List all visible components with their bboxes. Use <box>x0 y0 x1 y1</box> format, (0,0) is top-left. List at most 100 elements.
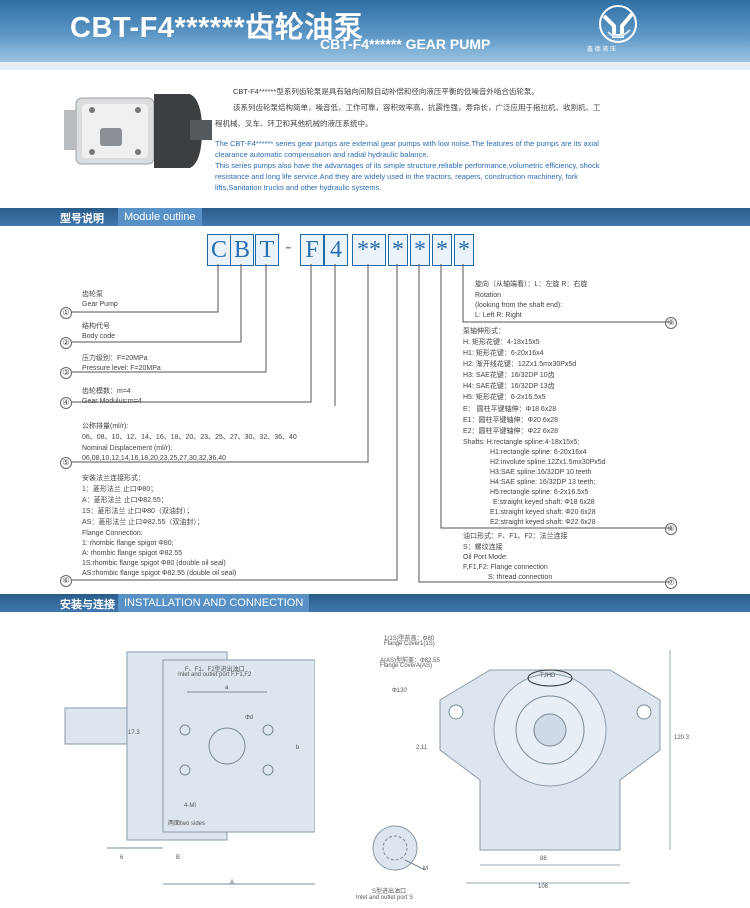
label-shaft-cn0: 泵轴伸形式： <box>463 328 505 335</box>
label-flange-en2: A: rhombic flange spigot Φ82.55 <box>82 550 183 557</box>
label-displacement-en2: 06,08,10,12,14,16,18,20,23,25,27,30,32,3… <box>82 455 227 462</box>
section-bar-install: 安装与连接 INSTALLATION AND CONNECTION <box>0 594 750 612</box>
label-displacement-cn1: 公称排量(ml/r): <box>82 423 129 430</box>
s-port-drawing <box>372 825 426 871</box>
label-flange-cn4: AS：菱形法兰 止口Φ82.55（双油封）； <box>82 519 204 526</box>
dim-phi130: Φ130 <box>392 688 407 694</box>
dim-88: 88 <box>540 856 547 862</box>
label-body-code-cn: 结构代号 <box>82 323 110 330</box>
page-subtitle: CBT-F4****** GEAR PUMP <box>320 36 491 52</box>
intro-en-5: lifts,Sanitation trucks and other hydrau… <box>215 183 382 192</box>
label-gear-pump-en: Gear Pump <box>82 301 118 308</box>
label-flange-cn0: 安装法兰连接形式： <box>82 475 145 482</box>
intro-cn-2: 该系列齿轮泵结构简单，噪音低，工作可靠，容积效率高，抗震性强，寿命长，广泛应用于… <box>233 103 601 112</box>
flange1-en: Flange Cover1(1S) <box>384 641 435 647</box>
intro-en-1: The CBT-F4****** series gear pumps are e… <box>215 139 599 148</box>
dim-B: B <box>176 855 181 861</box>
logo-caption: 鑫 德 液 压 <box>587 47 617 53</box>
code-box-rotation: * <box>454 234 474 266</box>
label-rotation-lr: L: Left R: Right <box>475 312 522 319</box>
dim-b: b <box>296 745 300 751</box>
label-shaft-en12: H2:involute spline:12Zx1.5mx30Px5d <box>490 459 606 466</box>
header-strip <box>0 62 750 70</box>
label-displacement-en1: Nominal Displacement (ml/r): <box>82 445 173 452</box>
section-title-cn: 安装与连接 <box>60 599 115 611</box>
code-box-c: C <box>207 234 231 266</box>
intro-cn-3: 程机械、叉车、环卫和其他机械的液压系统中。 <box>215 119 373 128</box>
label-rotation-en: Rotation <box>475 292 502 299</box>
mi-sides: 两面two sides <box>168 821 206 827</box>
label-shaft-en16: E:straight keyed shaft: Φ18 6x28 <box>493 499 595 506</box>
label-pressure-cn: 压力级别：F=20MPa <box>82 355 148 362</box>
label-shaft-en18: E2:straight keyed shaft: Φ22 6x28 <box>490 519 596 526</box>
dim-A: A <box>230 880 235 886</box>
item-number-7: ⑦ <box>665 577 677 589</box>
section-title-en: INSTALLATION AND CONNECTION <box>118 594 310 612</box>
label-shaft-en14: H4:SAE spline: 16/32DP 13 teeth; <box>490 479 596 486</box>
label-shaft-en11: H1:rectangle spline: 6-20x16x4 <box>490 449 587 456</box>
s-port-cn: S型进出油口 <box>372 889 407 895</box>
code-box-b: B <box>230 234 254 266</box>
item-number-2: ② <box>60 337 72 349</box>
page-title: CBT-F4******齿轮油泵 <box>70 12 364 44</box>
label-modulus-cn: 齿轮模数：m=4 <box>82 388 131 395</box>
dim-M: M <box>423 866 428 872</box>
label-shaft-cn1: H: 矩形花键：4-18x15x5 <box>463 339 540 346</box>
label-modulus-en: Gear Modulus:m=4 <box>82 398 142 405</box>
front-view-drawing <box>439 650 671 884</box>
flangeA-en: Flange CoverA(AS) <box>380 663 433 669</box>
intro-en-4: resistance and long life service.And the… <box>215 172 578 181</box>
label-flange-en1: 1: rhombic flange spigot Φ80; <box>82 540 174 547</box>
label-shaft-cn4: H3: SAE花键：16/32DP 10齿 <box>463 372 555 379</box>
company-logo-icon <box>599 5 637 43</box>
label-shaft-en13: H3:SAE spline:16/32DP 10 teeth <box>490 469 592 476</box>
dim-120-3: 120.3 <box>674 735 690 741</box>
mi-label: 4-MI <box>184 803 196 809</box>
flangeA-cn: A(AS)型前盖：Φ82.55 <box>380 658 440 664</box>
intro-en-2: clearance automatic compensation and rad… <box>215 150 429 159</box>
label-flange-en0: Flange Connection: <box>82 530 143 537</box>
dim-106: 106 <box>538 884 549 890</box>
section-bar-module: 型号说明 Module outline <box>0 208 750 226</box>
item-number-1: ① <box>60 307 72 319</box>
s-port-en: Inlet and outlet port S <box>356 895 414 901</box>
label-shaft-cn2: H1: 矩形花键：6-20x16x4 <box>463 350 544 357</box>
label-body-code-en: Body code <box>82 333 116 340</box>
item-number-5: ⑤ <box>60 457 72 469</box>
label-rotation-looking: (looking from the shaft end): <box>475 302 563 309</box>
intro-en-3: This series pumps also have the advantag… <box>215 161 600 170</box>
label-shaft-cn5: H4: SAE花键：16/32DP 13齿 <box>463 383 555 390</box>
label-rotation-cn: 旋向（从轴端看）：L：左旋 R：右旋 <box>475 281 588 288</box>
label-gear-pump-cn: 齿轮泵 <box>82 291 103 298</box>
label-flange-en3: 1S:rhombic flange spigot Φ80 (double oil… <box>82 560 226 567</box>
intro-cn-1: CBT-F4******型系列齿轮泵是具有轴向间隙自动补偿和径向液压平衡的低噪音… <box>233 87 539 96</box>
code-box-port: * <box>410 234 430 266</box>
label-displacement-cn2: 06、08、10、12、14、16、18、20、23、25、27、30、32、3… <box>82 434 297 441</box>
section-title-cn: 型号说明 <box>60 213 104 225</box>
item-number-8: ⑧ <box>665 523 677 535</box>
code-dash: - <box>285 236 292 258</box>
label-flange-en4: AS:rhombic flange spigot Φ82.55 (double … <box>82 570 237 577</box>
header-banner <box>0 0 750 62</box>
label-port-en3: Oil Port Mode: <box>463 554 508 561</box>
item-number-3: ③ <box>60 367 72 379</box>
item-number-6: ⑥ <box>60 575 72 587</box>
label-flange-cn2: A：菱形法兰 止口Φ82.55； <box>82 497 168 504</box>
label-shaft-cn8: E1：圆柱平键轴伸：Φ20 6x28 <box>463 417 559 424</box>
dim-phi-d: Φd <box>245 715 254 721</box>
side-view-drawing <box>64 651 315 885</box>
code-box-f: F <box>300 234 324 266</box>
item-number-4: ④ <box>60 397 72 409</box>
port-label-en: Inlet and outlet port F,F1,F2 <box>178 672 252 678</box>
code-box-t: T <box>255 234 279 266</box>
section-title-en: Module outline <box>118 208 202 226</box>
item-number-9: ⑨ <box>665 317 677 329</box>
code-box-4: 4 <box>324 234 348 266</box>
label-port-cn2: S：螺纹连接 <box>463 544 503 551</box>
label-shaft-cn7: E： 圆柱平键轴伸：Φ18 6x28 <box>463 406 557 413</box>
label-shaft-en17: E1:straight keyed shaft: Φ20 6x28 <box>490 509 596 516</box>
label-port-en5: S: thread connection <box>488 574 553 581</box>
gear-pump-photo <box>64 94 212 168</box>
dim-17-3: 17.3 <box>128 730 140 736</box>
label-port-en4: F,F1,F2: Flange connection <box>463 564 548 571</box>
